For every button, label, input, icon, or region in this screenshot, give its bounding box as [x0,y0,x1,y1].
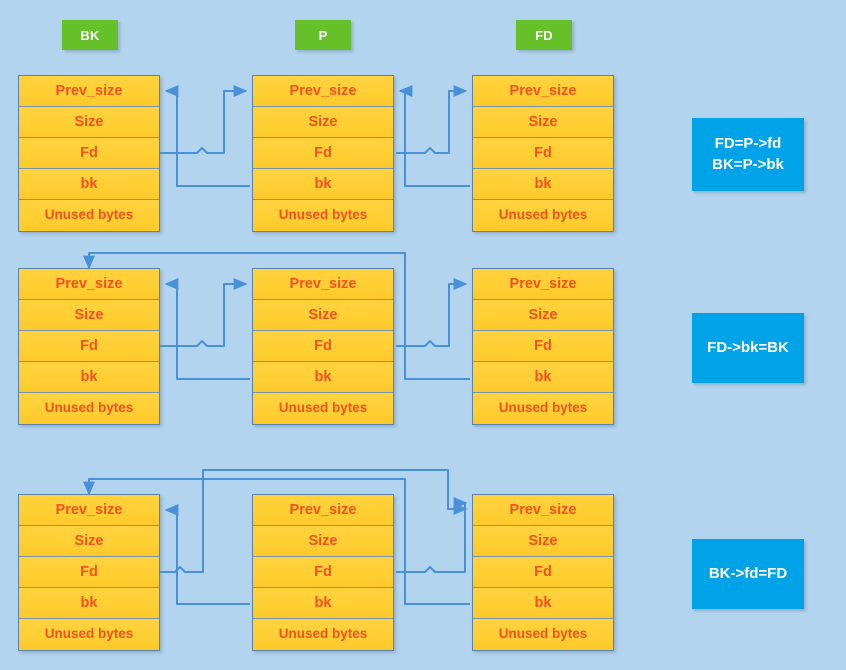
chunk-field-prev-size: Prev_size [19,269,159,300]
chunk-field-prev-size: Prev_size [473,495,613,526]
chunk-field-bk: bk [253,588,393,619]
chunk-field-size: Size [473,300,613,331]
note-row1: FD=P->fd BK=P->bk [692,118,804,191]
chunk-field-prev-size: Prev_size [253,76,393,107]
chunk-field-bk: bk [19,588,159,619]
chunk-field-size: Size [19,107,159,138]
chunk-field-bk: bk [473,362,613,393]
chunk-field-size: Size [253,300,393,331]
chunk-field-size: Size [473,107,613,138]
arrow-row3-p-bk-to-bk [164,504,250,605]
chunk-field-size: Size [19,300,159,331]
chunk-field-bk: bk [473,169,613,200]
chunk-row3-p: Prev_size Size Fd bk Unused bytes [252,494,394,651]
chunk-field-prev-size: Prev_size [19,495,159,526]
chunk-field-size: Size [19,526,159,557]
pointer-chip-bk: BK [62,20,118,50]
chunk-field-fd: Fd [19,557,159,588]
arrow-row3-p-fd-to-fd [396,497,468,573]
chunk-field-prev-size: Prev_size [253,495,393,526]
chunk-field-bk: bk [19,169,159,200]
note-row3: BK->fd=FD [692,539,804,609]
chunk-row2-p: Prev_size Size Fd bk Unused bytes [252,268,394,425]
pointer-chip-fd: FD [516,20,572,50]
arrow-row1-p-fd-to-fd [396,85,468,154]
chunk-field-fd: Fd [253,138,393,169]
chunk-row2-bk: Prev_size Size Fd bk Unused bytes [18,268,160,425]
chunk-field-bk: bk [253,169,393,200]
chunk-field-fd: Fd [253,331,393,362]
chunk-field-fd: Fd [19,138,159,169]
chunk-field-prev-size: Prev_size [473,76,613,107]
chunk-field-unused-bytes: Unused bytes [253,619,393,650]
note-row2-line-1: FD->bk=BK [707,338,789,356]
note-row1-line-1: FD=P->fd [714,135,782,153]
chunk-field-unused-bytes: Unused bytes [19,200,159,231]
chunk-field-unused-bytes: Unused bytes [473,619,613,650]
chunk-field-unused-bytes: Unused bytes [253,200,393,231]
pointer-chip-fd-label: FD [535,27,553,43]
chunk-field-fd: Fd [473,557,613,588]
chunk-field-size: Size [253,526,393,557]
chunk-field-bk: bk [473,588,613,619]
arrow-row2-p-bk-to-bk [164,278,250,380]
chunk-field-unused-bytes: Unused bytes [19,619,159,650]
arrow-row1-p-bk-to-bk [164,85,250,187]
chunk-field-fd: Fd [473,138,613,169]
chunk-field-fd: Fd [19,331,159,362]
chunk-field-bk: bk [253,362,393,393]
chunk-row1-fd: Prev_size Size Fd bk Unused bytes [472,75,614,232]
chunk-field-unused-bytes: Unused bytes [473,200,613,231]
arrow-row1-bk-fd-to-p [160,85,248,154]
chunk-field-size: Size [473,526,613,557]
pointer-chip-p: P [295,20,351,50]
arrow-row2-bk-fd-to-p [160,278,248,347]
note-row3-line-1: BK->fd=FD [708,564,788,582]
chunk-field-prev-size: Prev_size [19,76,159,107]
chunk-field-fd: Fd [253,557,393,588]
chunk-field-unused-bytes: Unused bytes [473,393,613,424]
note-row1-line-2: BK=P->bk [712,155,784,173]
chunk-row1-bk: Prev_size Size Fd bk Unused bytes [18,75,160,232]
arrow-row1-fd-bk-to-p [398,85,470,187]
chunk-row3-bk: Prev_size Size Fd bk Unused bytes [18,494,160,651]
chunk-field-prev-size: Prev_size [473,269,613,300]
chunk-field-size: Size [253,107,393,138]
arrow-row2-p-fd-to-fd [396,278,468,347]
chunk-field-fd: Fd [473,331,613,362]
note-row2: FD->bk=BK [692,313,804,383]
chunk-field-unused-bytes: Unused bytes [19,393,159,424]
pointer-chip-bk-label: BK [80,27,100,43]
chunk-field-prev-size: Prev_size [253,269,393,300]
chunk-field-bk: bk [19,362,159,393]
chunk-row2-fd: Prev_size Size Fd bk Unused bytes [472,268,614,425]
chunk-row1-p: Prev_size Size Fd bk Unused bytes [252,75,394,232]
chunk-row3-fd: Prev_size Size Fd bk Unused bytes [472,494,614,651]
pointer-chip-p-label: P [318,27,328,43]
chunk-field-unused-bytes: Unused bytes [253,393,393,424]
